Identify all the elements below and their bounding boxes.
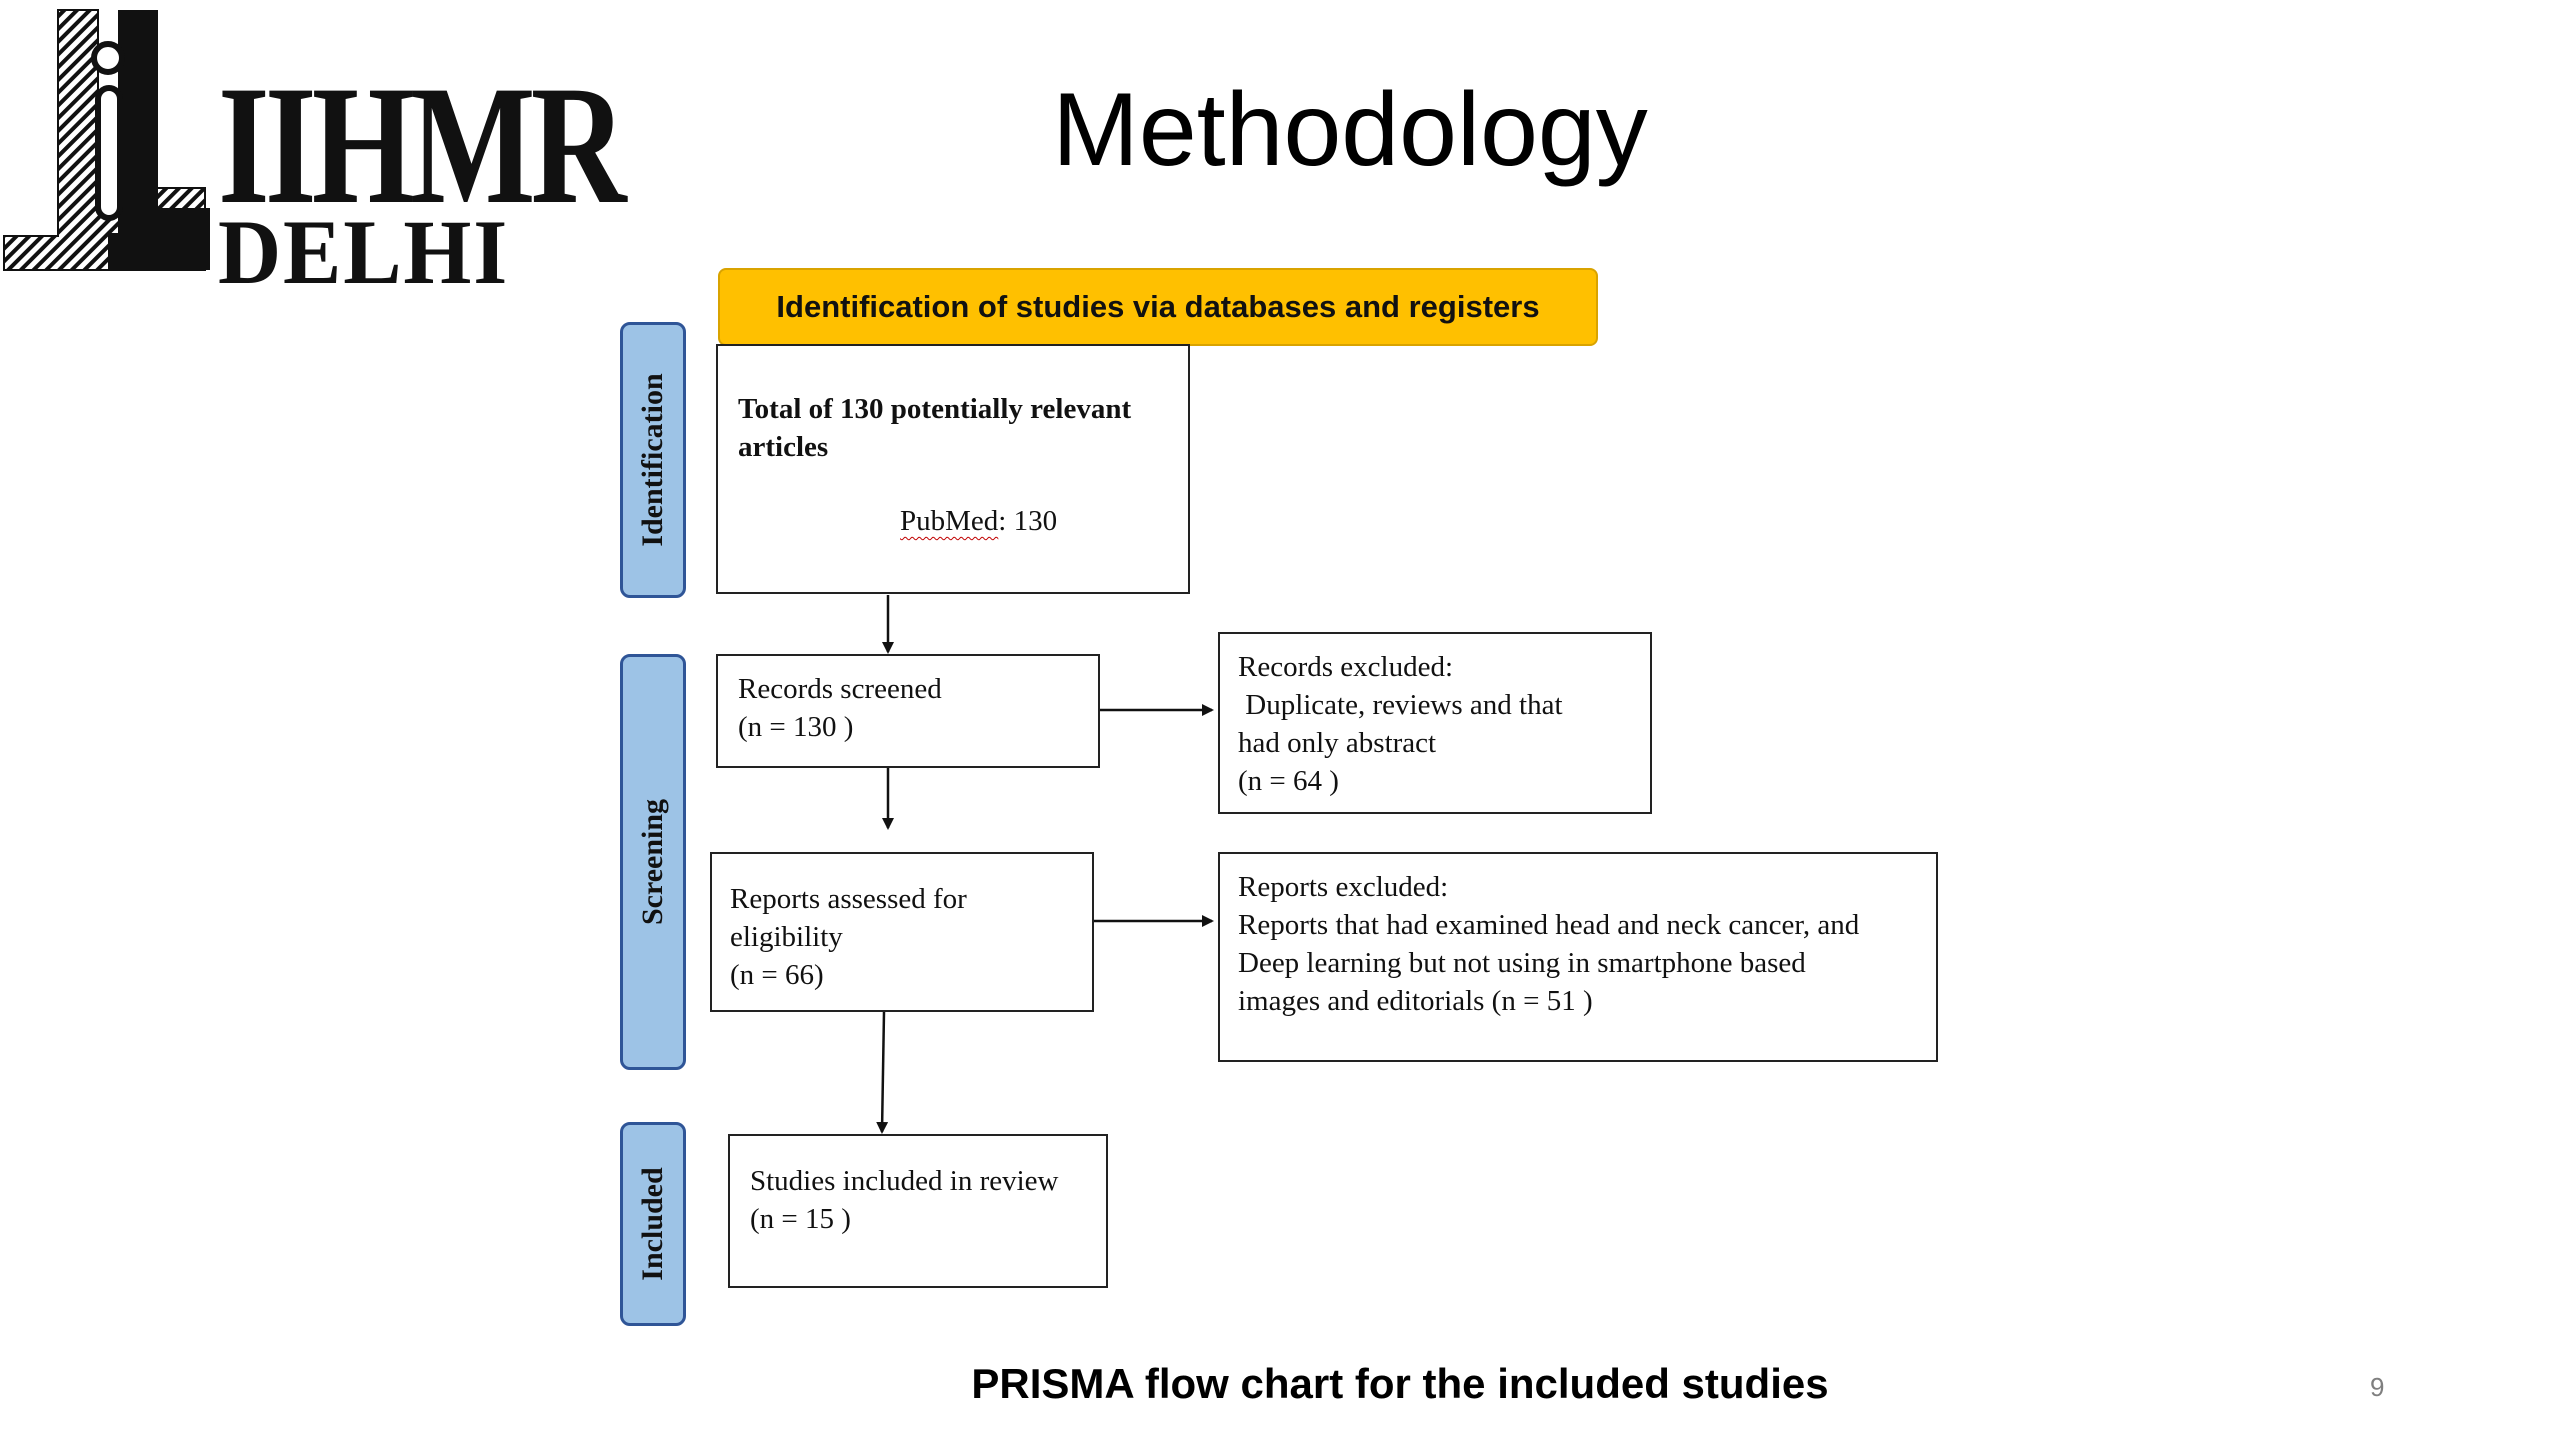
reports-excluded-line2: Reports that had examined head and neck …: [1238, 909, 1860, 941]
assessed-line1: Reports assessed for: [730, 883, 967, 915]
identification-header: Identification of studies via databases …: [718, 268, 1598, 346]
arrow-assessed-to-included: [876, 1011, 889, 1134]
phase-identification: Identification: [620, 322, 686, 598]
logo-mark-icon: [3, 9, 210, 271]
total-line2: articles: [738, 431, 829, 463]
screened-line2: (n = 130 ): [738, 711, 854, 743]
iihmr-delhi-logo: IIHMR DELHI: [0, 8, 627, 298]
total-source-count: : 130: [998, 505, 1058, 537]
figure-caption: PRISMA flow chart for the included studi…: [971, 1360, 1829, 1407]
box-studies-included: Studies included in review (n = 15 ): [728, 1134, 1108, 1288]
box-total-articles: Total of 130 potentially relevant articl…: [716, 344, 1190, 594]
total-line1: Total of 130 potentially relevant: [738, 393, 1132, 425]
records-excluded-line2: Duplicate, reviews and that: [1238, 689, 1563, 721]
screened-line1: Records screened: [738, 673, 942, 705]
box-reports-assessed: Reports assessed for eligibility (n = 66…: [710, 852, 1094, 1012]
slide-title-text: Methodology: [1052, 72, 1648, 188]
total-source-name: PubMed: [900, 505, 999, 537]
phase-included: Included: [620, 1122, 686, 1326]
assessed-line2: eligibility: [730, 921, 843, 953]
records-excluded-line4: (n = 64 ): [1238, 765, 1339, 797]
reports-excluded-line4: images and editorials (n = 51 ): [1238, 985, 1593, 1017]
included-line1: Studies included in review: [750, 1165, 1059, 1197]
assessed-line3: (n = 66): [730, 959, 824, 991]
reports-excluded-line3: Deep learning but not using in smartphon…: [1238, 947, 1806, 979]
records-excluded-line3: had only abstract: [1238, 727, 1437, 759]
box-records-screened: Records screened (n = 130 ): [716, 654, 1100, 768]
reports-excluded-line1: Reports excluded:: [1238, 871, 1449, 903]
slide-title: Methodology: [0, 68, 2560, 193]
records-excluded-line1: Records excluded:: [1238, 651, 1454, 683]
phase-screening: Screening: [620, 654, 686, 1070]
page-number: 9: [2370, 1372, 2385, 1402]
included-line2: (n = 15 ): [750, 1203, 851, 1235]
box-reports-excluded: Reports excluded: Reports that had exami…: [1218, 852, 1938, 1062]
logo-text-delhi: DELHI: [218, 201, 510, 303]
logo-text-iihmr: IIHMR: [218, 51, 627, 239]
total-source: PubMed: 130: [738, 502, 1188, 540]
box-records-excluded: Records excluded: Duplicate, reviews and…: [1218, 632, 1652, 814]
